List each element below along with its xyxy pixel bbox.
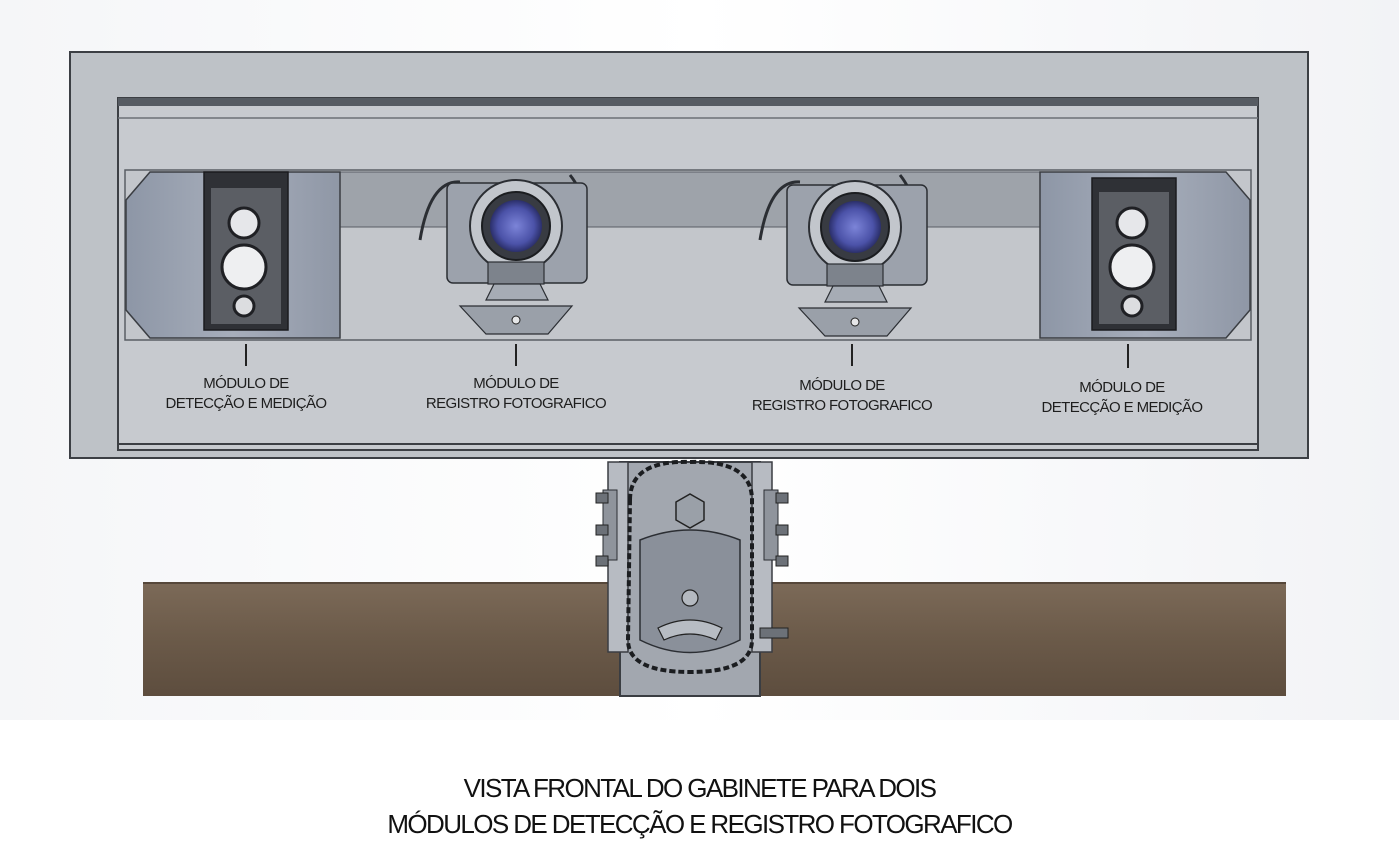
module-label-line2: REGISTRO FOTOGRAFICO xyxy=(425,395,607,412)
figure-caption: VISTA FRONTAL DO GABINETE PARA DOIS MÓDU… xyxy=(0,770,1399,842)
leader-lines xyxy=(245,344,1129,368)
module-label-line1: MÓDULO DE xyxy=(203,375,289,392)
module-label-detection-right: MÓDULO DE DETECÇÃO E MEDIÇÃO xyxy=(1002,378,1242,418)
caption-line2: MÓDULOS DE DETECÇÃO E REGISTRO FOTOGRAFI… xyxy=(387,809,1013,839)
detection-module-left xyxy=(125,171,341,339)
camera-module-2 xyxy=(758,174,928,337)
module-label-detection-left: MÓDULO DE DETECÇÃO E MEDIÇÃO xyxy=(126,374,366,414)
caption-line1: VISTA FRONTAL DO GABINETE PARA DOIS xyxy=(463,773,937,803)
module-label-line2: DETECÇÃO E MEDIÇÃO xyxy=(165,395,327,412)
module-label-line1: MÓDULO DE xyxy=(1079,379,1165,396)
module-label-camera-2: MÓDULO DE REGISTRO FOTOGRAFICO xyxy=(722,376,962,416)
module-label-line1: MÓDULO DE xyxy=(799,377,885,394)
module-label-line1: MÓDULO DE xyxy=(473,375,559,392)
module-label-camera-1: MÓDULO DE REGISTRO FOTOGRAFICO xyxy=(396,374,636,414)
module-label-line2: REGISTRO FOTOGRAFICO xyxy=(751,397,933,414)
detection-module-right xyxy=(1039,171,1251,339)
pole-mount-bracket xyxy=(595,459,789,697)
camera-module-1 xyxy=(418,174,588,335)
module-label-line2: DETECÇÃO E MEDIÇÃO xyxy=(1041,399,1203,416)
